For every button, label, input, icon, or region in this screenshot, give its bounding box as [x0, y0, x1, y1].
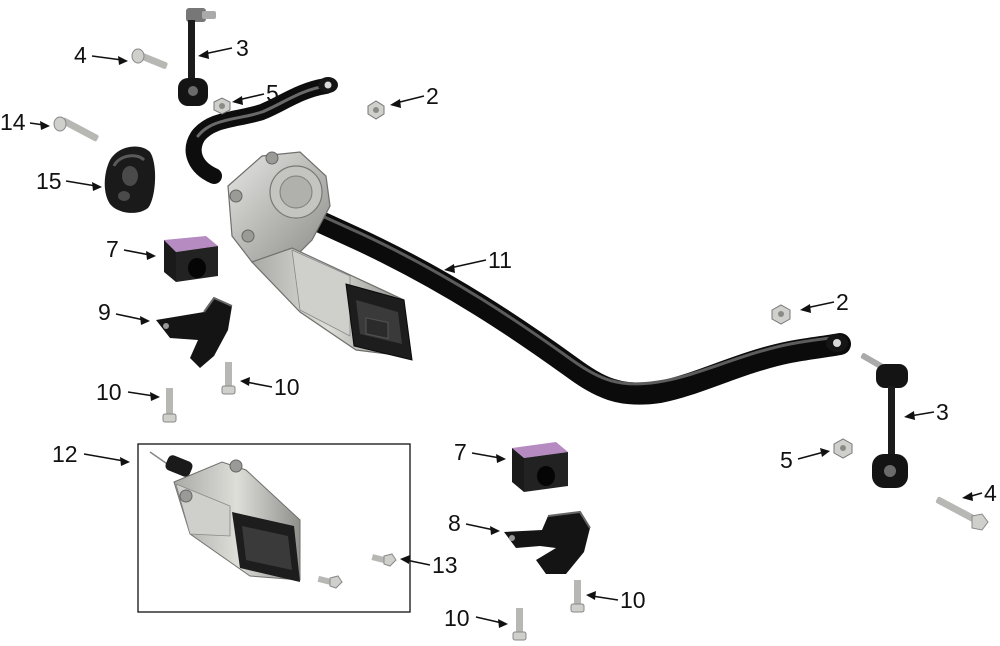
callout-4-left: 4 — [74, 42, 87, 68]
callout-4-right: 4 — [984, 480, 997, 506]
bolt-10-right-a — [570, 580, 585, 613]
nut-left-upper — [213, 97, 231, 115]
callout-14: 14 — [0, 109, 26, 135]
nut-right-5 — [833, 438, 853, 459]
bolt-left-upper — [131, 48, 168, 69]
bracket-9 — [156, 296, 233, 368]
callout-10-left-b: 10 — [274, 374, 300, 400]
callout-3-right: 3 — [936, 399, 949, 425]
bushing-right — [512, 442, 568, 492]
callout-9: 9 — [98, 299, 111, 325]
bolt-14 — [53, 116, 99, 142]
callout-11: 11 — [488, 247, 512, 273]
bushing-left — [164, 236, 218, 282]
sway-bar-link-left — [178, 8, 216, 106]
callout-5-left: 5 — [266, 80, 279, 106]
callout-3-left: 3 — [236, 35, 249, 61]
leader-lines — [29, 47, 983, 628]
callout-2-top: 2 — [426, 83, 439, 109]
callout-12: 12 — [52, 441, 78, 467]
inset-actuator-12 — [137, 443, 411, 613]
callout-8: 8 — [448, 510, 461, 536]
callout-7-left: 7 — [106, 236, 119, 262]
nut-upper-center — [367, 100, 385, 120]
bracket-8 — [504, 510, 591, 574]
callout-7-right: 7 — [454, 439, 467, 465]
sway-bar-link-right — [860, 353, 908, 488]
callout-2-right: 2 — [836, 289, 849, 315]
callout-labels: 4 3 5 2 14 15 7 11 9 2 10 10 3 12 7 5 4 … — [0, 35, 997, 631]
bolt-10-left-a — [162, 388, 177, 423]
callout-5-right: 5 — [780, 447, 793, 473]
bolt-10-right-b — [512, 608, 527, 641]
callout-10-left-a: 10 — [96, 379, 122, 405]
nut-right-2 — [771, 304, 791, 325]
disconnect-actuator-assembly — [227, 151, 413, 361]
bolt-10-left-b — [221, 362, 236, 395]
callout-13: 13 — [432, 552, 458, 578]
callout-10-right-b: 10 — [444, 605, 470, 631]
rubber-mount-15 — [104, 146, 156, 213]
bolt-13-b — [317, 575, 343, 589]
bolt-right-4 — [935, 496, 989, 531]
callout-10-right-a: 10 — [620, 587, 646, 613]
bolt-13-a — [371, 553, 397, 567]
callout-15: 15 — [36, 168, 62, 194]
